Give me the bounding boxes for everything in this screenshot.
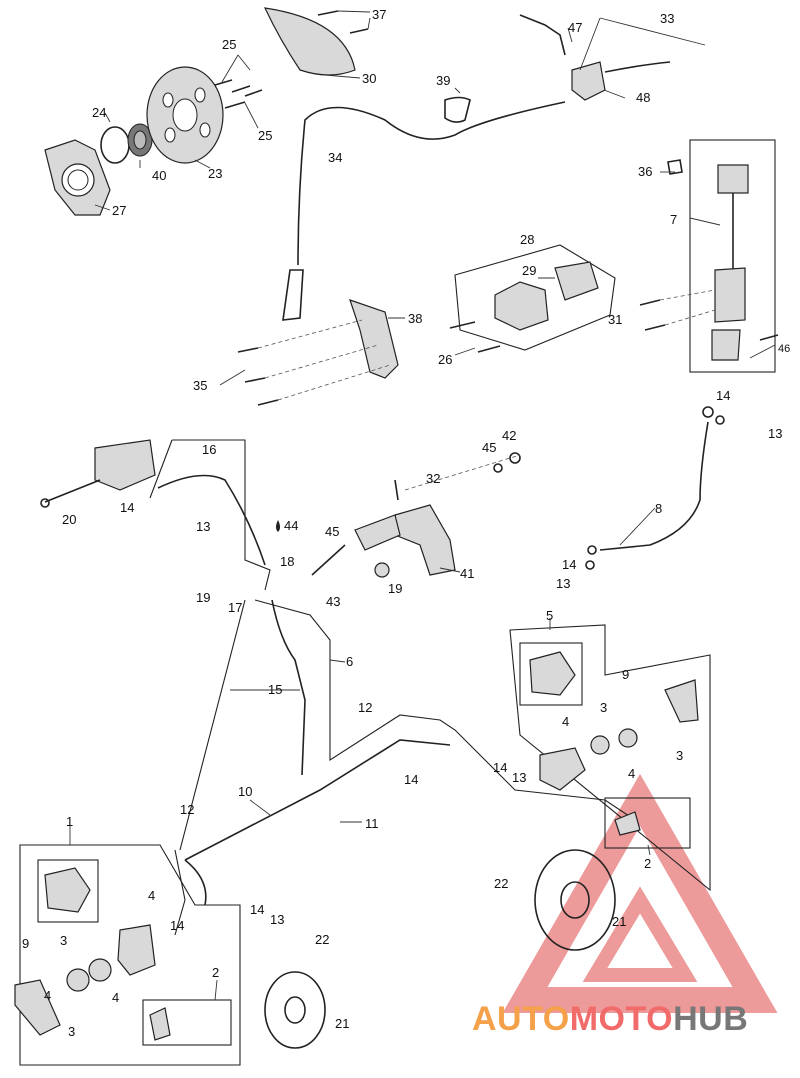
brand-hub: HUB (673, 1000, 749, 1038)
callout-46: 46 (778, 343, 790, 355)
callout-40: 40 (152, 168, 166, 183)
callout-12: 12 (358, 700, 372, 715)
front-brake-hose (585, 406, 725, 570)
callout-48: 48 (636, 90, 650, 105)
callout-17: 17 (228, 600, 242, 615)
callout-19: 19 (388, 581, 402, 596)
callout-7: 7 (670, 212, 677, 227)
brake-lines (174, 599, 636, 936)
callout-14: 14 (493, 760, 507, 775)
callout-2: 2 (212, 965, 219, 980)
callout-25: 25 (222, 37, 236, 52)
rear-hand-lever (519, 14, 706, 101)
rear-brake-cable (282, 96, 566, 321)
callout-45: 45 (325, 524, 339, 539)
callout-19: 19 (196, 590, 210, 605)
callout-4: 4 (112, 990, 119, 1005)
callout-34: 34 (328, 150, 342, 165)
callout-4: 4 (562, 714, 569, 729)
callout-30: 30 (362, 71, 376, 86)
callout-13: 13 (270, 912, 284, 927)
callout-25: 25 (258, 128, 272, 143)
callout-31: 31 (608, 312, 622, 327)
rear-caliper-assembly (449, 244, 616, 353)
callout-35: 35 (193, 378, 207, 393)
callout-23: 23 (208, 166, 222, 181)
callout-9: 9 (22, 936, 29, 951)
callout-3: 3 (68, 1024, 75, 1039)
callout-38: 38 (408, 311, 422, 326)
callout-11: 11 (365, 816, 379, 831)
callout-8: 8 (655, 501, 662, 516)
callout-4: 4 (628, 766, 635, 781)
rear-disc-assembly (44, 7, 371, 216)
callout-14: 14 (120, 500, 134, 515)
caliper-bracket (237, 299, 399, 406)
callout-2: 2 (644, 856, 651, 871)
front-left-caliper-assembly (14, 844, 326, 1066)
watermark-brand-text: AUTOMOTOHUB (472, 1000, 748, 1039)
callout-4: 4 (44, 988, 51, 1003)
callout-28: 28 (520, 232, 534, 247)
brand-auto: AUTO (472, 1000, 570, 1038)
callout-labels: 37 25 25 30 24 40 23 27 39 34 47 33 48 3… (22, 7, 790, 1039)
callout-18: 18 (280, 554, 294, 569)
rear-brake-pedal (276, 452, 521, 578)
callout-14: 14 (170, 918, 184, 933)
callout-42: 42 (502, 428, 516, 443)
callout-37: 37 (372, 7, 386, 22)
callout-22: 22 (494, 876, 508, 891)
callout-39: 39 (436, 73, 450, 88)
callout-13: 13 (768, 426, 782, 441)
callout-9: 9 (622, 667, 629, 682)
callout-12: 12 (180, 802, 194, 817)
callout-14: 14 (404, 772, 418, 787)
callout-21: 21 (612, 914, 626, 929)
callout-32: 32 (426, 471, 440, 486)
callout-27: 27 (112, 203, 126, 218)
callout-47: 47 (568, 20, 582, 35)
callout-14: 14 (716, 388, 730, 403)
callout-1: 1 (66, 814, 73, 829)
callout-3: 3 (60, 933, 67, 948)
callout-41: 41 (460, 566, 474, 581)
callout-26: 26 (438, 352, 452, 367)
front-right-caliper-assembly (509, 624, 711, 951)
callout-20: 20 (62, 512, 76, 527)
callout-13: 13 (512, 770, 526, 785)
callout-22: 22 (315, 932, 329, 947)
callout-29: 29 (522, 263, 536, 278)
watermark-logo (502, 773, 778, 1013)
callout-21: 21 (335, 1016, 349, 1031)
callout-3: 3 (600, 700, 607, 715)
callout-13: 13 (196, 519, 210, 534)
callout-14: 14 (250, 902, 264, 917)
callout-16: 16 (202, 442, 216, 457)
callout-10: 10 (238, 784, 252, 799)
foot-brake-pedal-assembly (639, 139, 779, 373)
callout-33: 33 (660, 11, 674, 26)
callout-15: 15 (268, 682, 282, 697)
callout-13: 13 (556, 576, 570, 591)
callout-3: 3 (676, 748, 683, 763)
callout-44: 44 (284, 518, 298, 533)
callout-36: 36 (638, 164, 652, 179)
callout-6: 6 (346, 654, 353, 669)
brand-moto: MOTO (569, 1000, 674, 1038)
callout-5: 5 (546, 608, 553, 623)
callout-4: 4 (148, 888, 155, 903)
callout-14: 14 (562, 557, 576, 572)
leader-lines (69, 27, 776, 1001)
callout-24: 24 (92, 105, 106, 120)
callout-45: 45 (482, 440, 496, 455)
front-master-cylinder (40, 439, 271, 591)
callout-43: 43 (326, 594, 340, 609)
